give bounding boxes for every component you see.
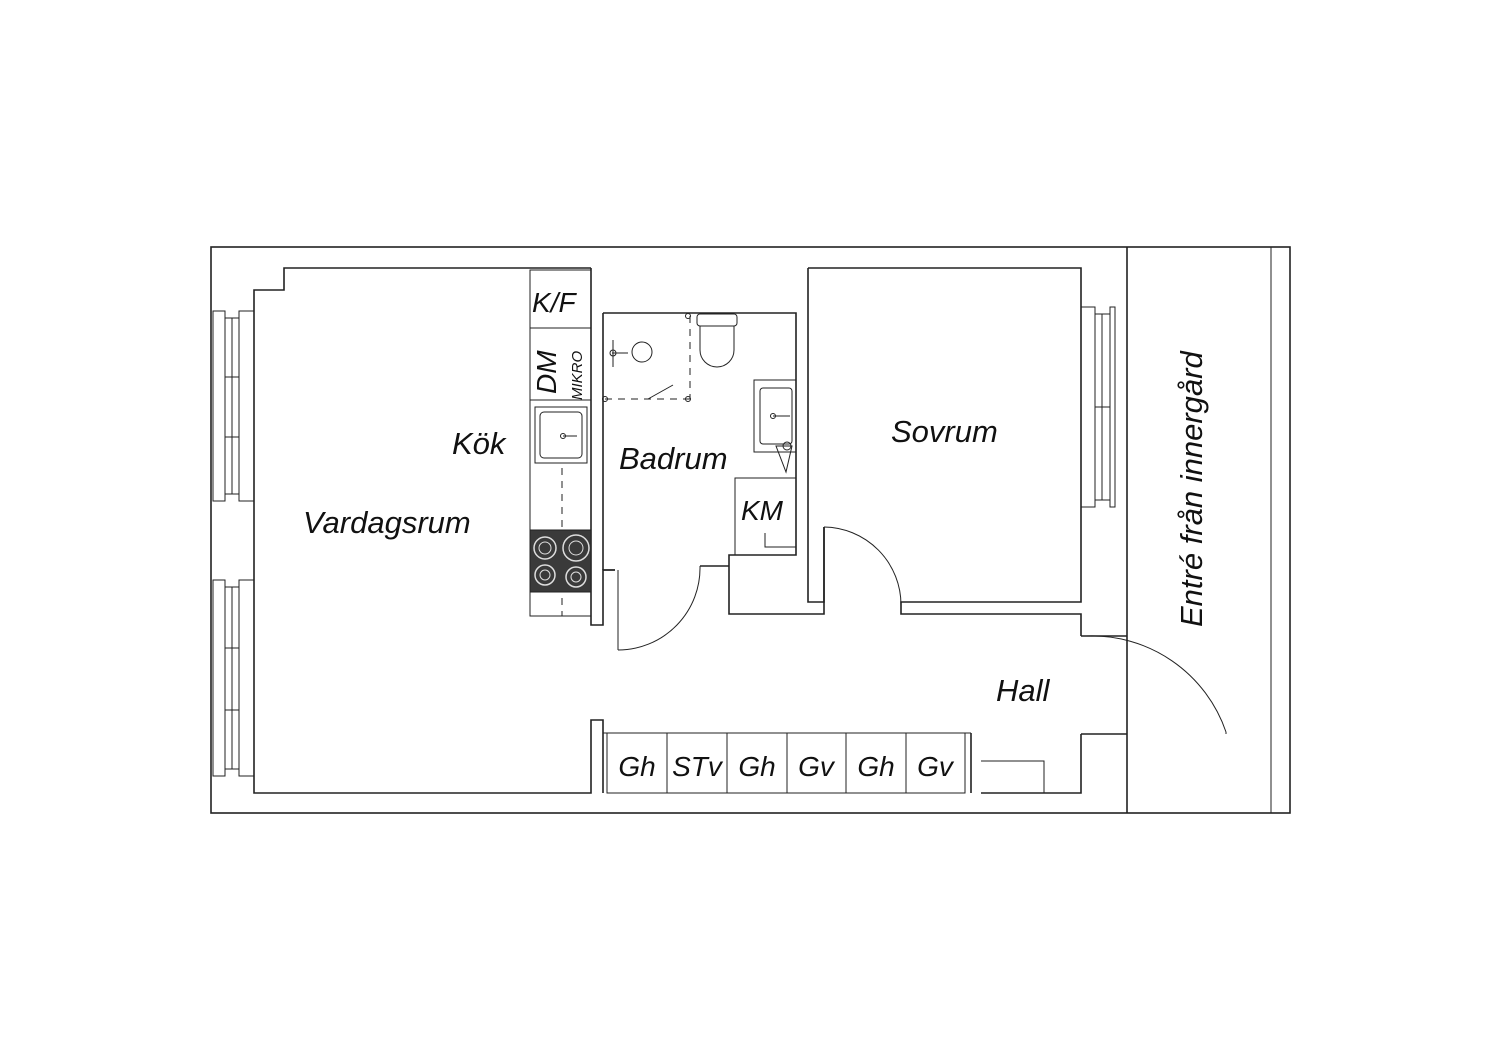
washbasin-icon [753,379,797,453]
label-wardrobe: Gh [738,751,775,782]
bedroom-left-wall [807,268,825,603]
label-wardrobe: Gv [798,751,836,782]
entrance-door [1081,635,1227,733]
label-bedroom: Sovrum [891,414,998,449]
window-bedroom [1080,306,1116,508]
label-wardrobe: STv [672,751,724,782]
bathroom-door-jambs [603,565,729,571]
label-microwave: MIKRO [569,351,586,401]
hall-shelf [981,760,1045,793]
toilet-icon [696,313,738,368]
bedroom-door [823,526,902,606]
label-entrance: Entré från innergård [1174,350,1209,627]
label-kitchen: Kök [452,426,507,461]
label-wardrobe: Gh [618,751,655,782]
wardrobe-row [606,732,966,794]
label-living-room: Vardagsrum [303,505,471,540]
stove-icon [529,529,592,593]
label-washer: KM [741,495,784,526]
washer-box [734,477,797,556]
outer-frame [210,246,1291,814]
hall-walls [970,635,1127,794]
bathroom-door [617,565,701,651]
living-room-walls [253,267,604,794]
shower-icon [602,313,691,402]
label-fridge-freezer: K/F [532,287,577,318]
label-bathroom: Badrum [619,441,728,476]
label-wardrobe: Gv [917,751,955,782]
bathroom-walls [602,312,825,615]
window-living-bottom [212,579,255,777]
window-living-top [212,310,255,502]
floor-drain-icon [775,441,793,474]
bedroom-walls [808,267,1082,636]
label-hall: Hall [996,673,1051,708]
label-wardrobe: Gh [857,751,894,782]
sink-icon [534,406,588,464]
label-dishwasher: DM [531,350,562,394]
